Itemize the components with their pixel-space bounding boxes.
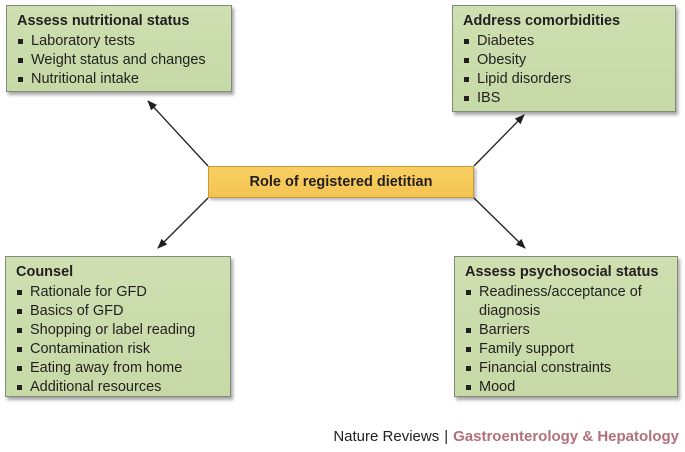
box-assess-psychosocial-status: Assess psychosocial status Readiness/acc… — [454, 256, 678, 397]
center-node-role: Role of registered dietitian — [208, 166, 474, 198]
list-item: Nutritional intake — [17, 70, 221, 89]
center-label: Role of registered dietitian — [249, 174, 433, 190]
list-item: Readiness/acceptance of diagnosis — [465, 283, 667, 321]
box-list: Readiness/acceptance of diagnosis Barrie… — [465, 283, 667, 397]
journal-name: Gastroenterology & Hepatology — [453, 428, 679, 445]
box-list: Diabetes Obesity Lipid disorders IBS — [463, 32, 665, 108]
list-item: Rationale for GFD — [16, 283, 220, 302]
list-item: Barriers — [465, 321, 667, 340]
journal-credit: Nature Reviews|Gastroenterology & Hepato… — [333, 428, 679, 446]
arrow-to-address-comorbidities — [473, 114, 525, 167]
credit-separator: | — [444, 428, 449, 445]
box-title: Assess nutritional status — [17, 13, 190, 29]
box-title: Assess psychosocial status — [465, 264, 659, 280]
arrow-to-assess-nutritional — [147, 100, 209, 167]
list-item: Additional resources — [16, 378, 220, 397]
box-title: Address comorbidities — [463, 13, 621, 29]
list-item: Family support — [465, 340, 667, 359]
list-item: Lipid disorders — [463, 70, 665, 89]
list-item: Mood — [465, 378, 667, 397]
box-list: Rationale for GFD Basics of GFD Shopping… — [16, 283, 220, 397]
publisher-name: Nature Reviews — [333, 428, 440, 445]
list-item: Weight status and changes — [17, 51, 221, 70]
arrow-to-counsel — [157, 197, 209, 249]
list-item: Contamination risk — [16, 340, 220, 359]
box-counsel: Counsel Rationale for GFD Basics of GFD … — [5, 256, 231, 397]
list-item: Obesity — [463, 51, 665, 70]
box-assess-nutritional-status: Assess nutritional status Laboratory tes… — [6, 5, 232, 92]
list-item: IBS — [463, 89, 665, 108]
box-title: Counsel — [16, 264, 74, 280]
box-list: Laboratory tests Weight status and chang… — [17, 32, 221, 89]
list-item: Shopping or label reading — [16, 321, 220, 340]
box-address-comorbidities: Address comorbidities Diabetes Obesity L… — [452, 5, 676, 112]
list-item: Financial constraints — [465, 359, 667, 378]
list-item: Diabetes — [463, 32, 665, 51]
list-item: Eating away from home — [16, 359, 220, 378]
list-item: Basics of GFD — [16, 302, 220, 321]
arrow-to-assess-psychosocial — [473, 197, 526, 249]
list-item: Laboratory tests — [17, 32, 221, 51]
